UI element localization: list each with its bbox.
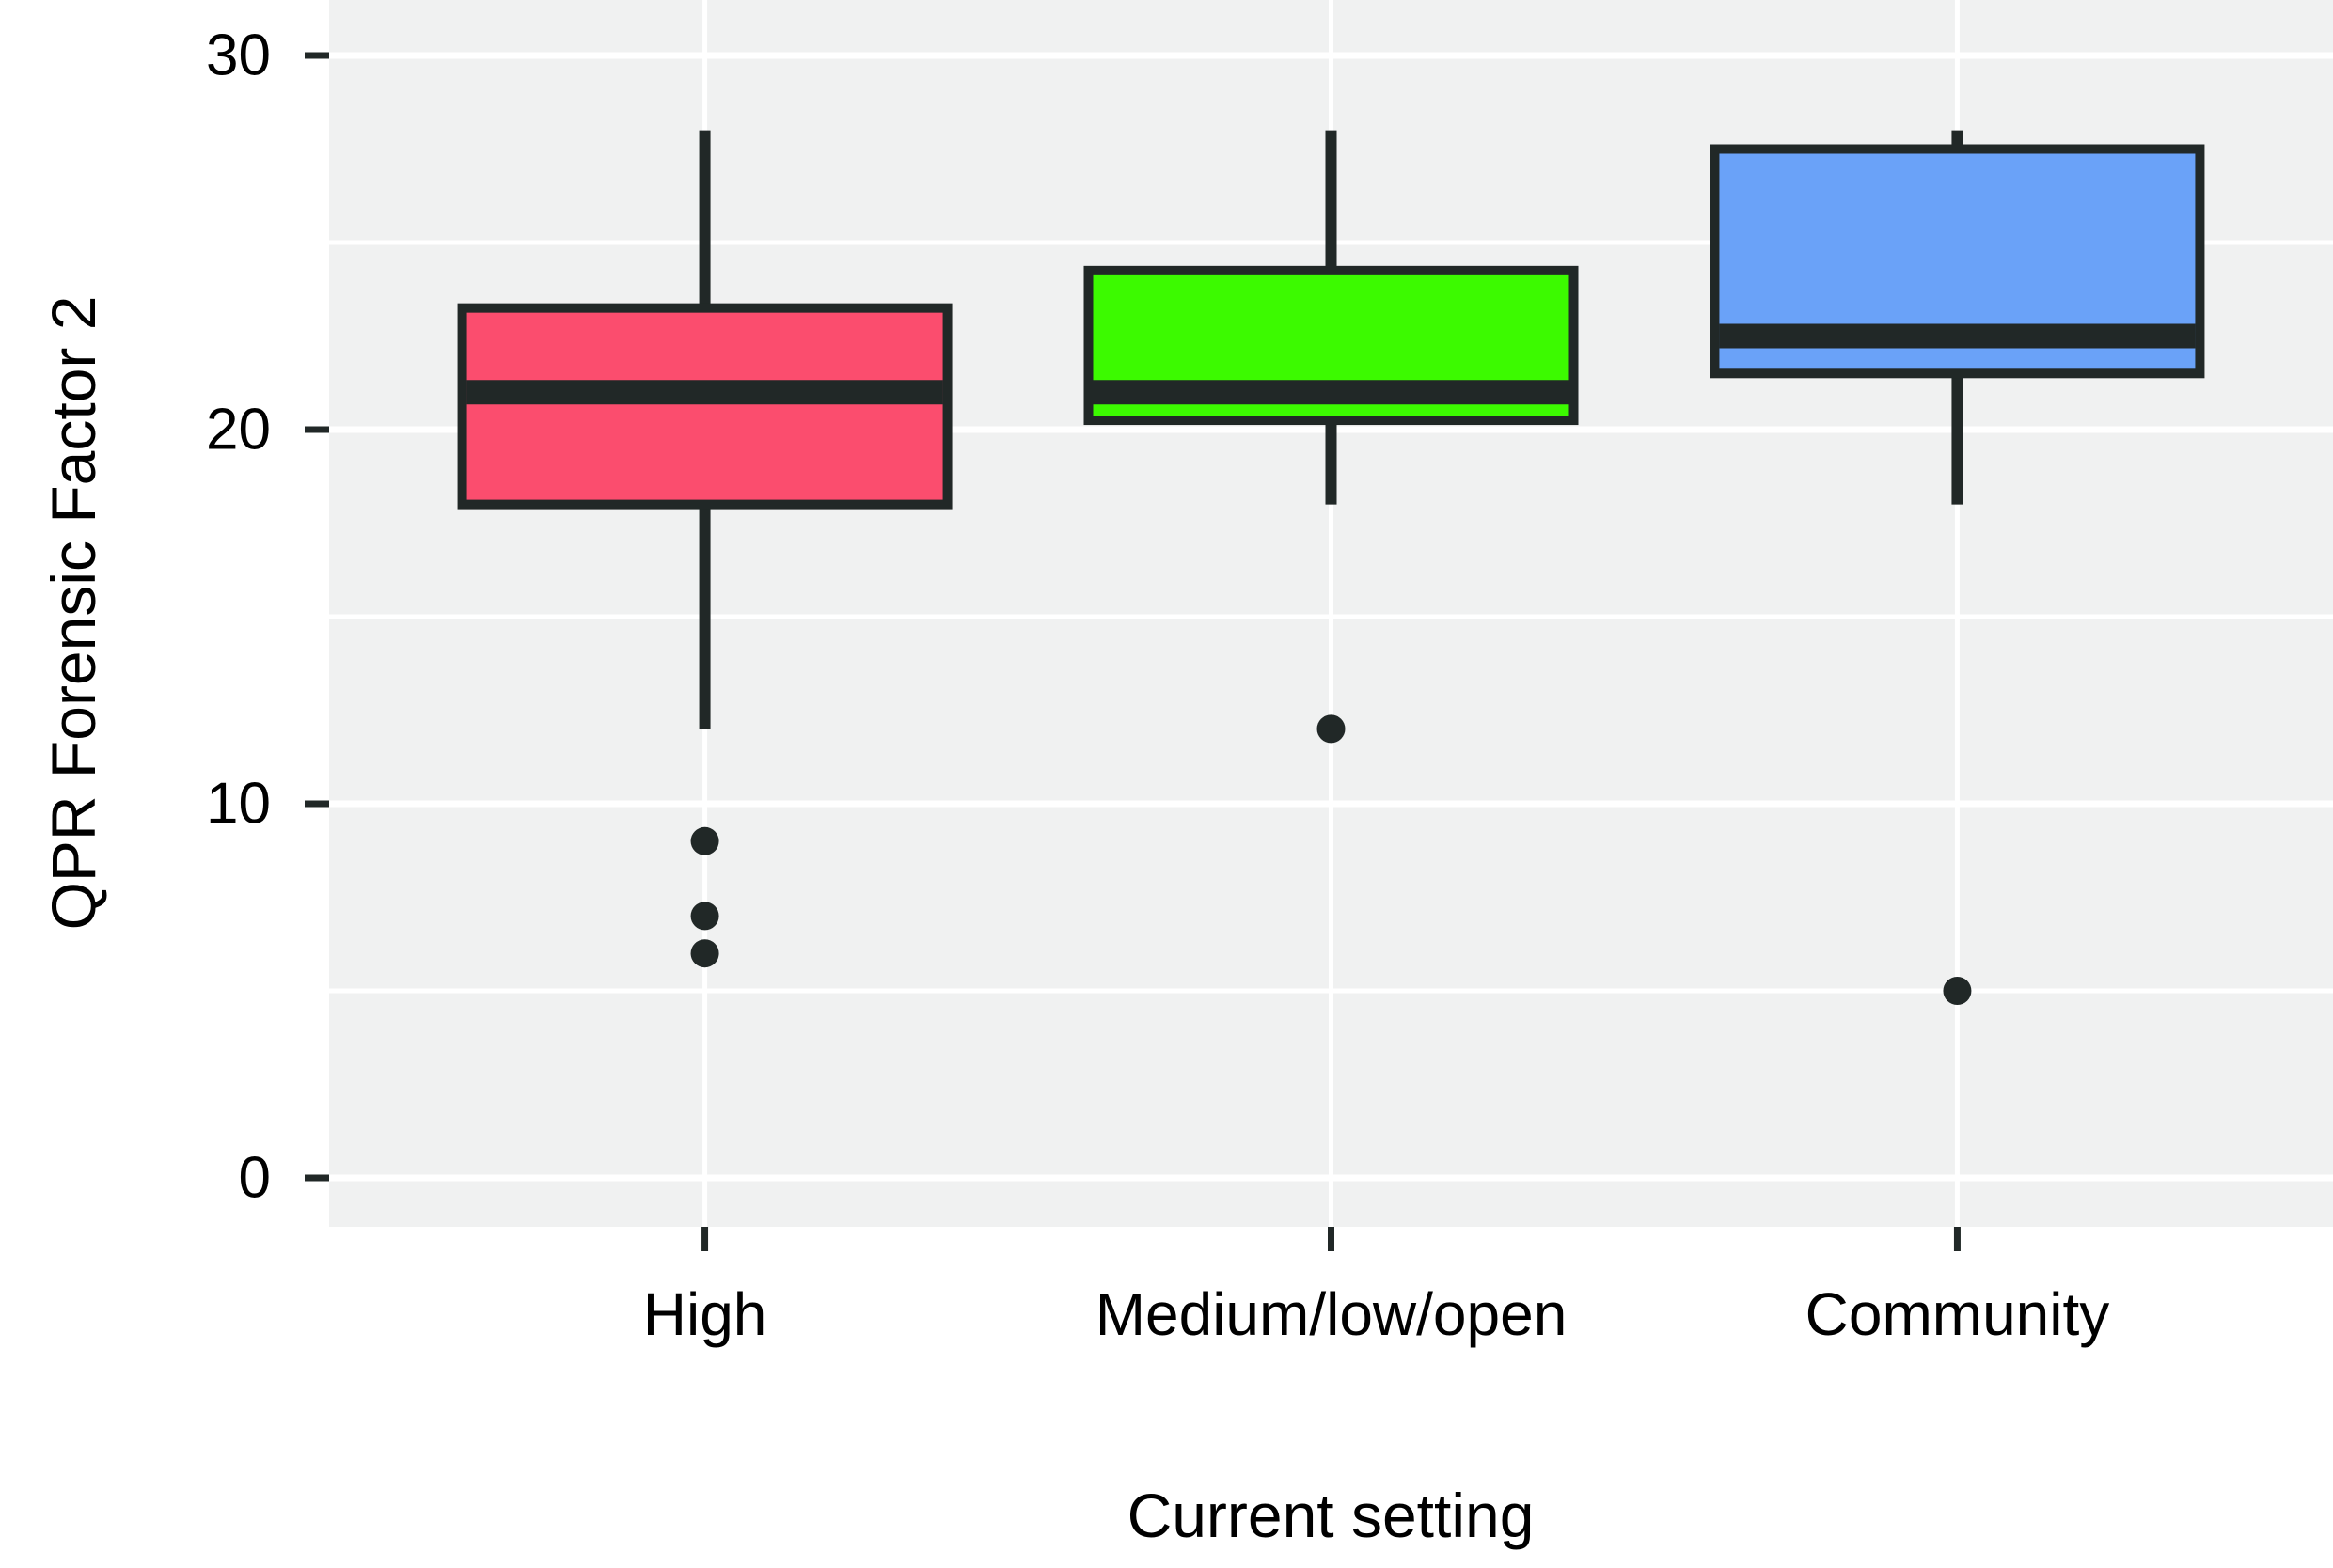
y-tick-label-0: 0: [239, 1146, 271, 1211]
y-tick-label-10: 10: [206, 772, 271, 837]
x-tick-label-1: Medium/low/open: [1096, 1280, 1568, 1348]
outlier-0-2: [690, 939, 719, 968]
x-axis-title: Current setting: [1127, 1481, 1535, 1550]
y-tick-label-30: 30: [206, 24, 271, 88]
x-tick-label-0: High: [643, 1280, 767, 1348]
y-tick-label-20: 20: [206, 398, 271, 463]
x-tick-label-2: Community: [1805, 1280, 2110, 1348]
box-0: [457, 303, 953, 510]
outlier-0-0: [690, 826, 719, 855]
outlier-2-0: [1943, 977, 1972, 1005]
y-axis-title: QPR Forensic Factor 2: [39, 296, 108, 931]
outlier-0-1: [690, 902, 719, 931]
outlier-1-0: [1316, 714, 1346, 744]
